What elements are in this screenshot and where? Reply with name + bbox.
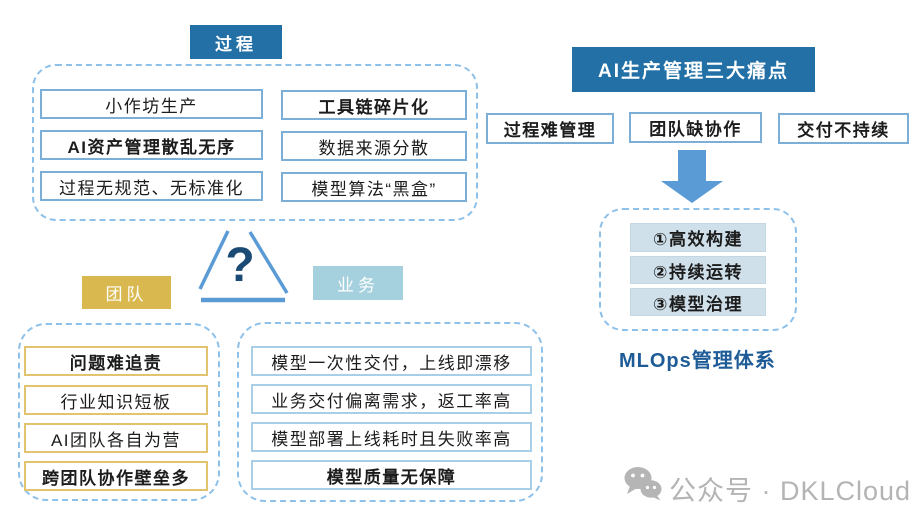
team-item-box: 问题难追责 — [24, 346, 208, 376]
mlops-item: ②持续运转 — [630, 256, 766, 284]
process-tag-label: 过程 — [215, 34, 257, 54]
painpoint-box: 团队缺协作 — [629, 112, 762, 143]
wechat-icon — [624, 467, 662, 501]
mlops-item: ①高效构建 — [630, 223, 766, 252]
business-tag-label: 业务 — [337, 275, 379, 295]
business-item-box: 模型部署上线耗时且失败率高 — [251, 422, 532, 452]
process-item-box: 小作坊生产 — [40, 89, 263, 119]
team-item-box: AI团队各自为营 — [24, 423, 208, 453]
business-item-box: 模型质量无保障 — [251, 460, 532, 490]
business-item-box: 业务交付偏离需求，返工率高 — [251, 384, 532, 414]
team-tag: 团队 — [82, 276, 171, 309]
watermark-text: 公众号 · DKLCloud — [669, 476, 912, 506]
team-tag-label: 团队 — [105, 285, 148, 304]
process-item-box: 数据来源分散 — [281, 131, 467, 161]
painpoints-title: AI生产管理三大痛点 — [572, 47, 815, 92]
team-item-box: 跨团队协作壁垒多 — [24, 461, 208, 491]
process-item-box: AI资产管理散乱无序 — [40, 130, 263, 160]
question-triangle-icon — [198, 230, 289, 303]
process-tag: 过程 — [190, 25, 282, 59]
process-item-box: 工具链碎片化 — [281, 90, 467, 120]
mlops-item: ③模型治理 — [630, 288, 766, 316]
team-item-box: 行业知识短板 — [24, 385, 208, 415]
painpoint-box: 过程难管理 — [486, 113, 614, 144]
painpoint-box: 交付不持续 — [778, 113, 909, 144]
process-item-box: 模型算法“黑盒” — [281, 172, 467, 202]
process-item-box: 过程无规范、无标准化 — [40, 171, 263, 201]
mlops-caption: MLOps管理体系 — [619, 350, 776, 372]
question-mark: ? — [225, 239, 255, 292]
painpoints-title-label: AI生产管理三大痛点 — [597, 61, 789, 82]
down-arrow-icon — [661, 150, 723, 203]
business-tag: 业务 — [313, 266, 403, 300]
business-item-box: 模型一次性交付，上线即漂移 — [251, 346, 532, 376]
